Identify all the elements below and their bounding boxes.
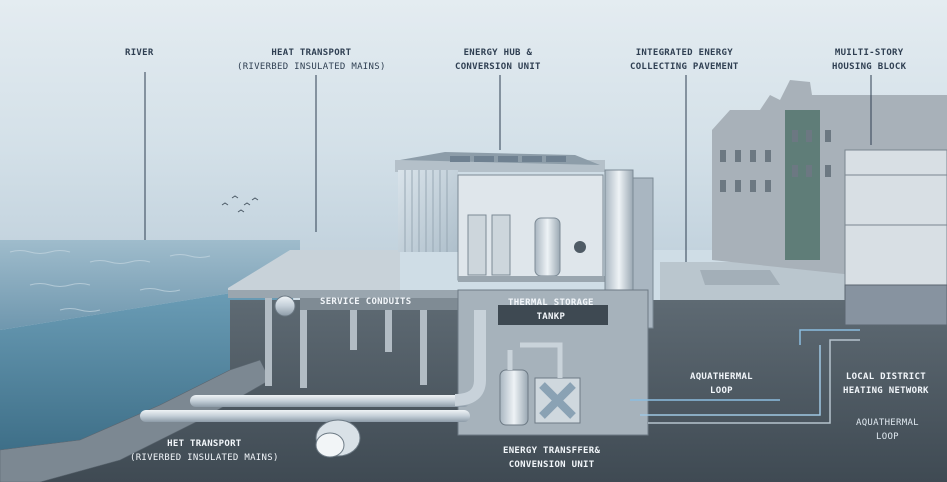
birds <box>221 195 259 213</box>
label-housing-block: MUILTI-STORY HOUSING BLOCK <box>832 48 907 72</box>
heat-transport-mains <box>140 310 486 458</box>
transfer-unit-chamber <box>457 289 649 436</box>
leader-lines <box>144 72 872 262</box>
label-aquathermal-loop: AQUATHERMAL LOOP <box>690 372 753 396</box>
label-het-transport: HET TRANSPORT (RIVERBED INSULATED MAINS) <box>130 439 279 463</box>
piles <box>265 298 427 388</box>
label-river: RIVER <box>125 48 154 58</box>
label-district-heating: LOCAL DISTRICT HEATING NETWORK <box>843 372 929 396</box>
housing-block <box>712 80 947 326</box>
label-thermal-storage: THERMAL STORAGE TANKP <box>508 298 594 322</box>
label-aquathermal-loop-lower: AQUATHERMAL LOOP <box>856 418 919 442</box>
aquathermal-loop-lines <box>630 329 860 424</box>
label-energy-transfer: ENERGY TRANSFFER& CONVENSION UNIT <box>503 446 601 470</box>
solar-panels <box>450 156 566 162</box>
service-conduit-pipe <box>274 295 296 317</box>
river-waves <box>9 250 211 312</box>
underwater <box>0 282 300 450</box>
label-service-conduits: SERVICE CONDUITS <box>320 297 412 307</box>
label-heat-transport-top: HEAT TRANSPORT (RIVERBED INSULATED MAINS… <box>237 48 386 72</box>
energy-hub-building <box>395 152 605 282</box>
label-energy-pavement: INTEGRATED ENERGY COLLECTING PAVEMENT <box>630 48 739 72</box>
label-energy-hub: ENERGY HUB & CONVERSION UNIT <box>455 48 541 72</box>
river-surface <box>0 240 300 330</box>
promenade-deck <box>228 250 460 310</box>
